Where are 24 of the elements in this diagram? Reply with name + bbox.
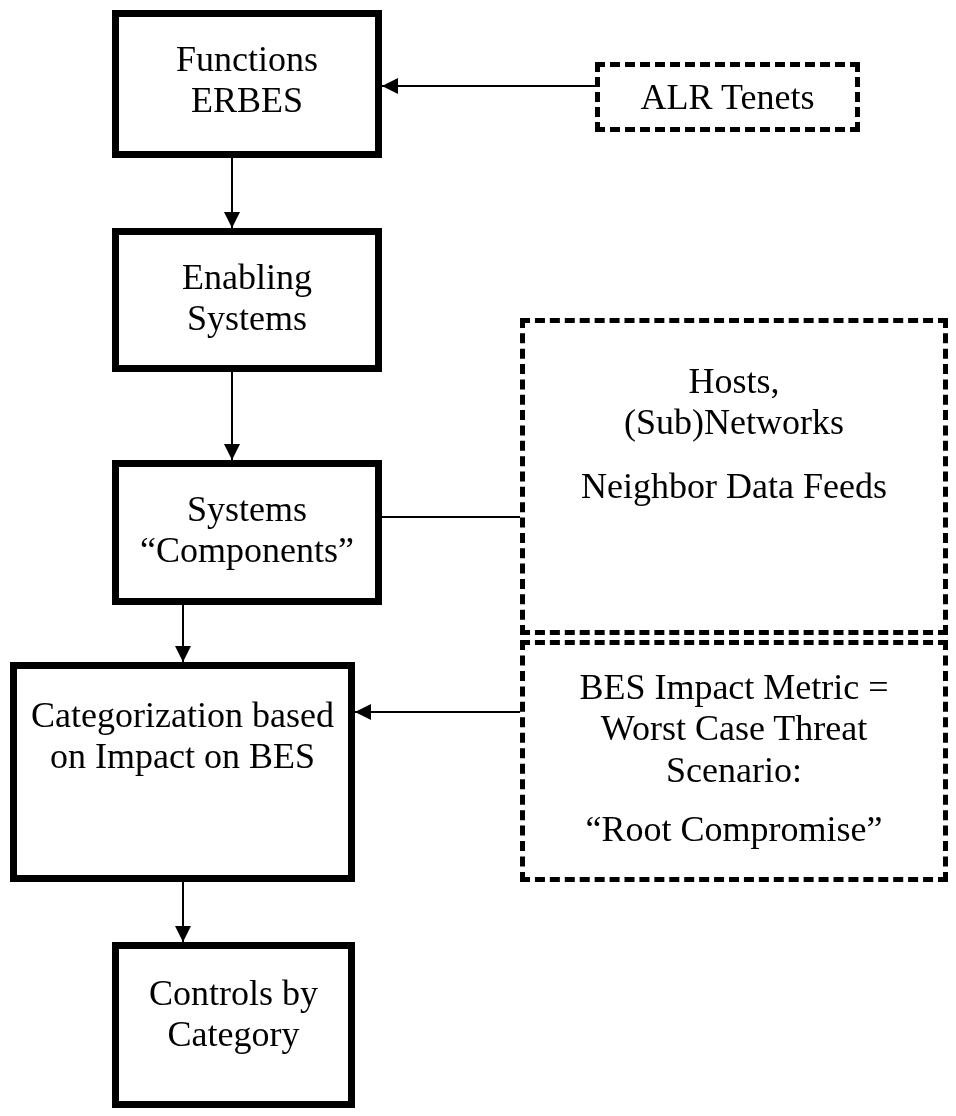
node-label: Enabling Systems xyxy=(181,257,313,340)
node-label: Controls by Category xyxy=(148,973,319,1056)
process-box xyxy=(112,460,382,605)
arrow xyxy=(354,704,521,720)
node-label: “Root Compromise” xyxy=(585,809,883,851)
arrow xyxy=(381,78,596,94)
dashed-box xyxy=(520,640,948,882)
node-label: Neighbor Data Feeds xyxy=(581,465,887,508)
dashed-box xyxy=(520,318,948,635)
node-label: BES Impact Metric = Worst Case Threat Scenario: xyxy=(578,667,890,792)
arrow xyxy=(224,157,240,229)
process-box xyxy=(112,228,382,372)
node-label: Functions ERBES xyxy=(175,39,319,122)
node-label: Categorization based on Impact on BES xyxy=(30,695,335,778)
node-label: ALR Tenets xyxy=(640,77,815,119)
arrow xyxy=(175,604,191,663)
node-label: Hosts, (Sub)Networks xyxy=(623,361,845,444)
node-label: Systems “Components” xyxy=(139,489,355,572)
process-box xyxy=(10,662,355,882)
process-box xyxy=(112,10,382,158)
arrow xyxy=(175,881,191,943)
arrow xyxy=(224,371,240,461)
process-box xyxy=(112,942,355,1108)
dashed-box xyxy=(595,62,860,132)
